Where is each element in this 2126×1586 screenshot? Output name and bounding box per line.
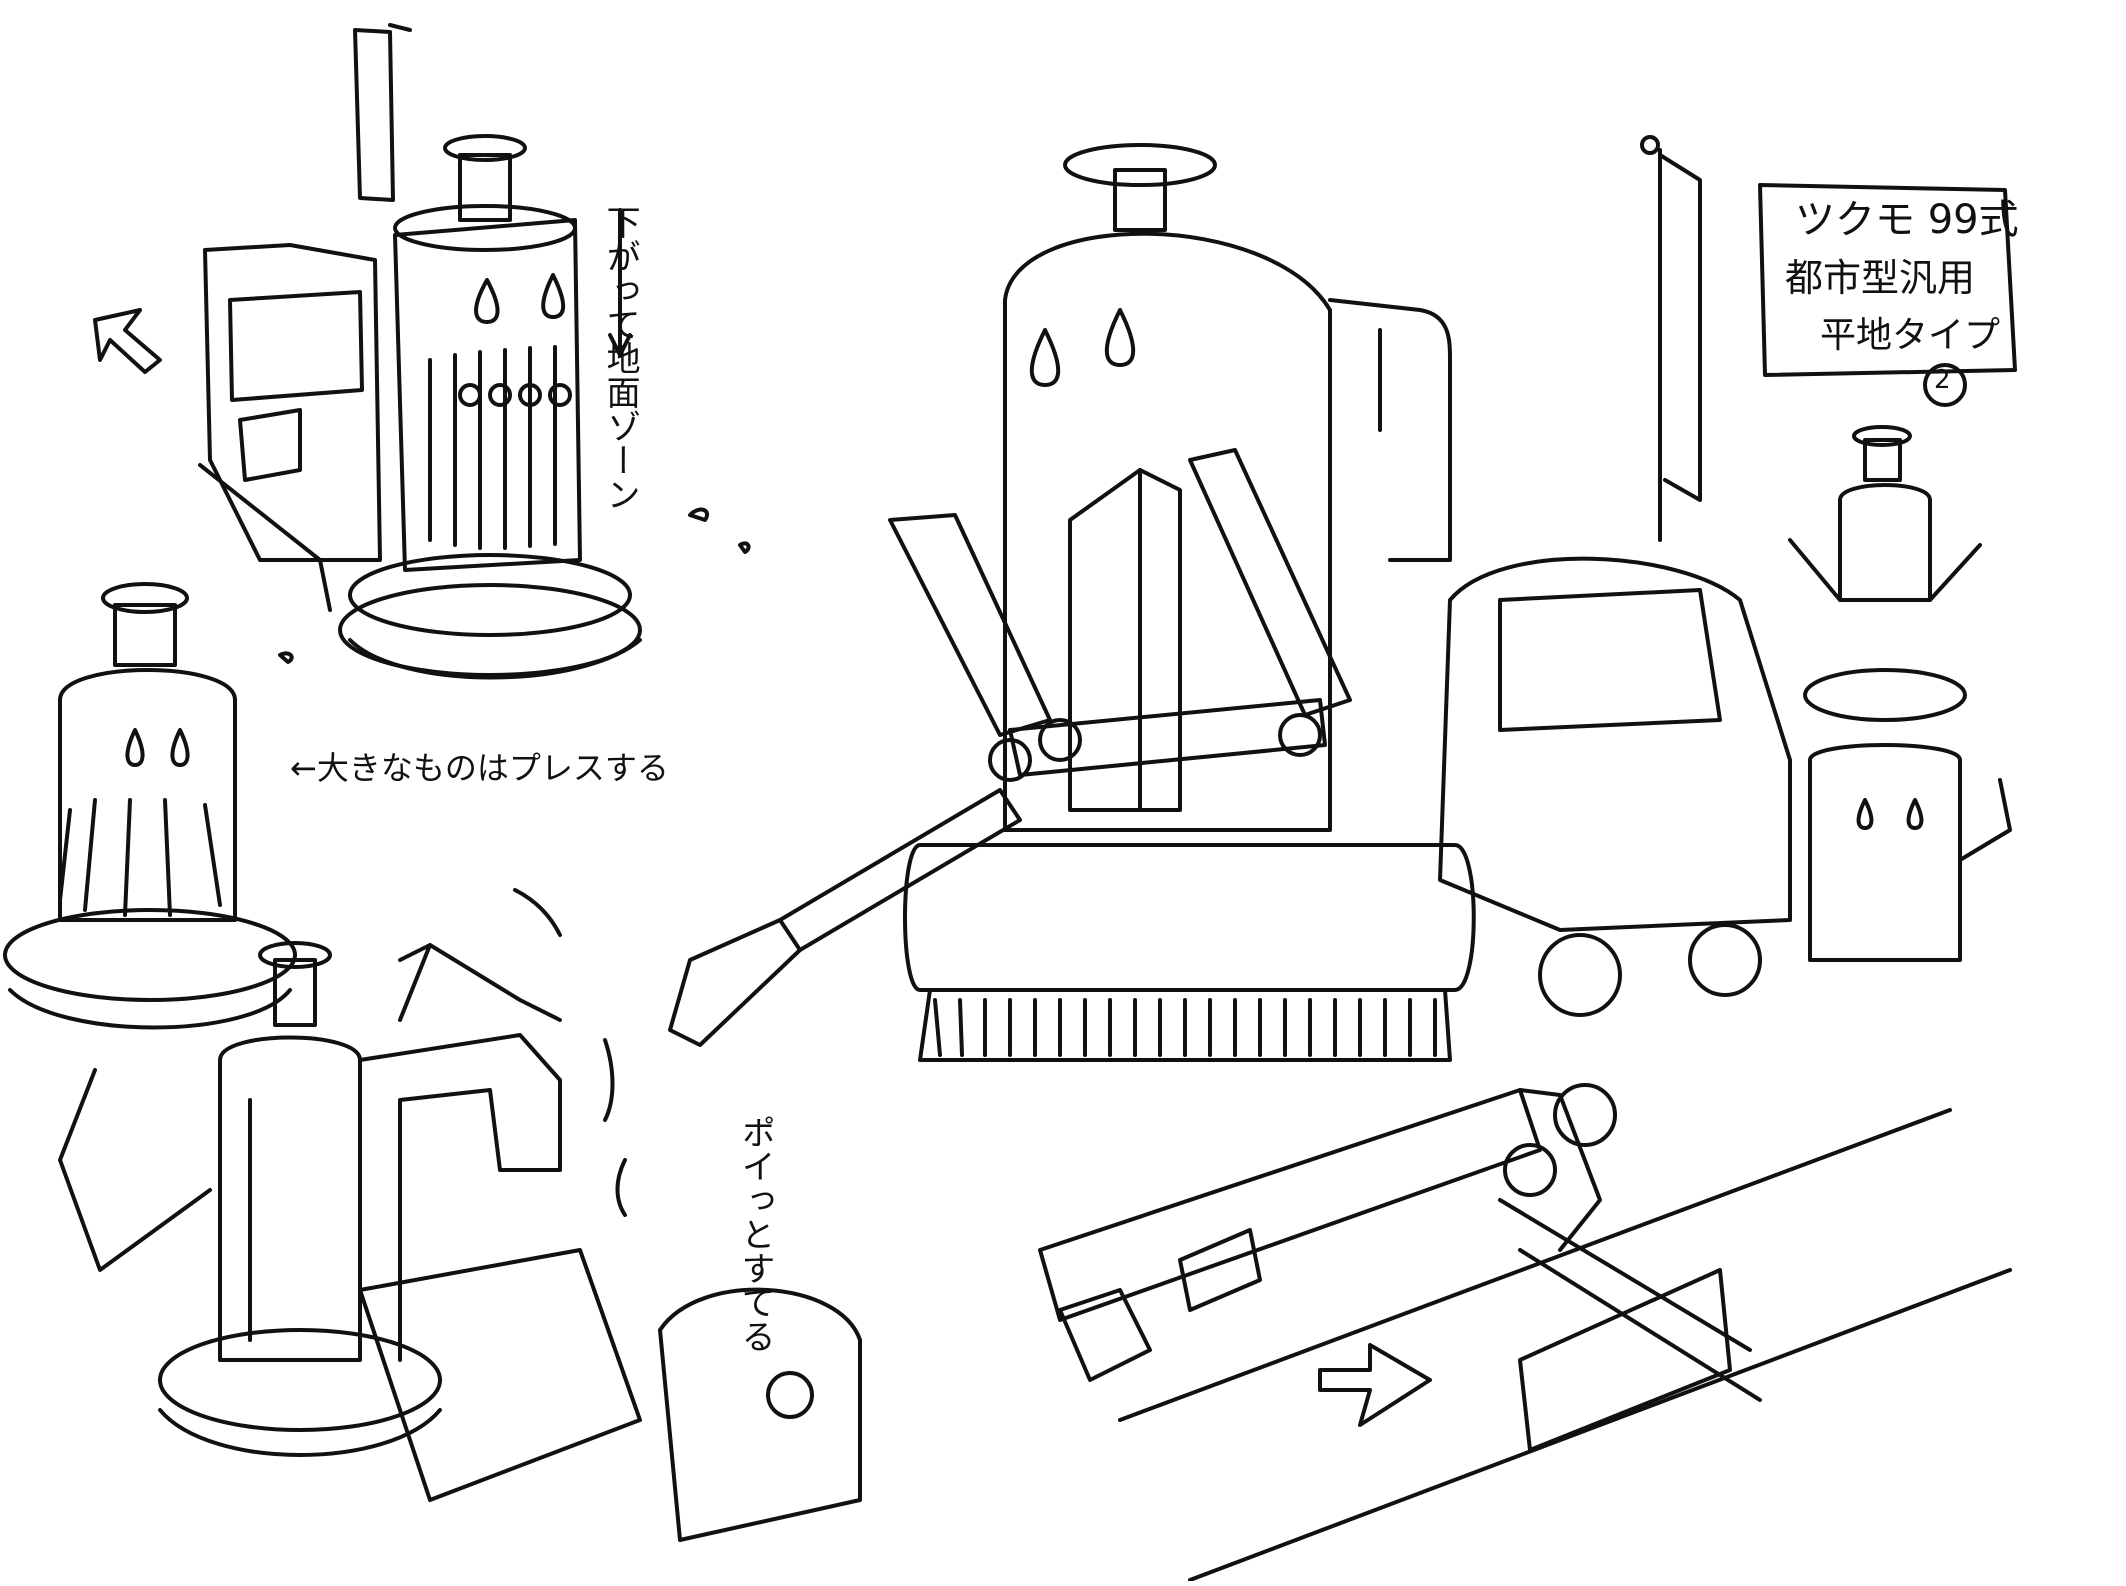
robot-sketch-bottomleft xyxy=(158,888,862,1542)
note-throw-away: ポイっとすてる xyxy=(735,1115,776,1353)
title-box: ツクモ 99式 都市型汎用 平地タイプ xyxy=(1770,195,2019,375)
title-line-2: 都市型汎用 xyxy=(1785,256,1976,300)
title-line-3: 平地タイプ xyxy=(1820,315,2001,356)
page-number: 2 xyxy=(1934,365,1951,395)
note-lower-ground-zone: 下がって地面ゾーン xyxy=(600,205,641,511)
title-line-1: ツクモ 99式 xyxy=(1795,197,2019,243)
robot-sketch-right xyxy=(1788,425,2012,962)
arm-detail-sketch xyxy=(1038,1083,2012,1582)
title-box-frame xyxy=(1758,183,2017,407)
robot-sketch-left xyxy=(3,582,297,1272)
robot-sketch-topleft xyxy=(93,23,751,680)
note-press-large: ←大きなものはプレスする xyxy=(290,749,669,787)
robot-sketch-center xyxy=(668,135,1792,1062)
